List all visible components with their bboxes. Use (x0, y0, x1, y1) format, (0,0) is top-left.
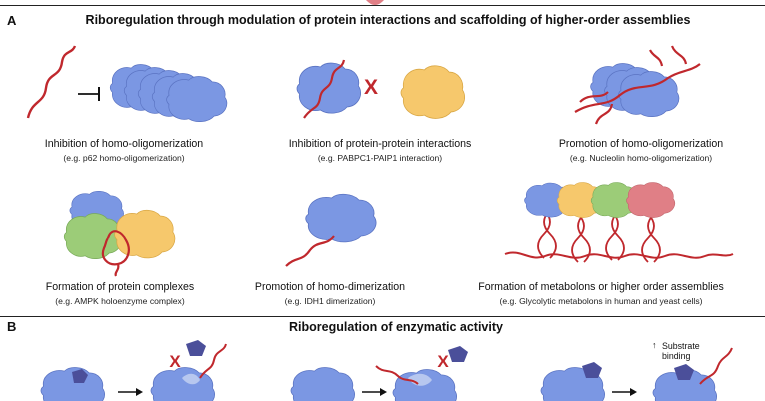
green-protein (63, 213, 122, 260)
up-arrow-icon: ↑ (652, 340, 657, 350)
panel-a-title: Riboregulation through modulation of pro… (85, 13, 691, 27)
binding-pocket (408, 373, 432, 386)
a2-illustration (296, 59, 466, 119)
rna-strand (594, 103, 614, 125)
pink-protein (626, 182, 676, 218)
a5-illustration (285, 193, 377, 267)
example-p62: (e.g. p62 homo-oligomerization) (63, 153, 185, 163)
caption-metabolons: Formation of metabolons or higher order … (478, 281, 724, 293)
substrate-blob (448, 346, 468, 362)
arrow-head (380, 388, 387, 396)
yellow-protein (114, 209, 176, 259)
cross-mark-b2: X (437, 352, 449, 371)
a4-illustration (63, 190, 176, 277)
rna-strand (26, 45, 77, 119)
rna-strand (579, 91, 609, 103)
rna-strand (574, 63, 701, 113)
protein-blob (166, 76, 228, 123)
rna-strand (504, 251, 734, 259)
example-pabpc1-paip1: (e.g. PABPC1-PAIP1 interaction) (317, 153, 443, 163)
substrate-blob (72, 369, 88, 383)
arrow-head (630, 388, 637, 396)
a6-illustration (504, 182, 734, 263)
panel-b-title: Riboregulation of enzymatic activity (289, 320, 503, 334)
protein-blob (305, 193, 377, 243)
example-glycolytic-metabolons: (e.g. Glycolytic metabolons in human and… (499, 296, 703, 306)
binding-pocket (182, 373, 200, 385)
rna-strand (285, 235, 335, 267)
rna-strand (699, 347, 733, 385)
enzyme-blob (290, 367, 356, 401)
b-illustrations (40, 340, 733, 401)
panel-a-letter: A (7, 13, 17, 28)
a1-illustration (26, 45, 228, 123)
enzyme-blob (392, 369, 458, 401)
caption-inhibition-ppi: Inhibition of protein-protein interactio… (288, 138, 472, 150)
substrate-blob (186, 340, 206, 356)
caption-protein-complexes: Formation of protein complexes (45, 281, 195, 293)
caption-inhibition-homo-oligomerization: Inhibition of homo-oligomerization (44, 138, 204, 150)
rna-strand (670, 45, 688, 65)
example-idh1: (e.g. IDH1 dimerization) (284, 296, 376, 306)
cross-mark-b1: X (169, 352, 181, 371)
substrate-blob (582, 362, 602, 378)
protein-blob (296, 62, 362, 114)
top-edge-blob (366, 0, 384, 5)
protein-blob (618, 71, 680, 118)
cross-mark: X (363, 76, 379, 99)
rna-strand (303, 59, 346, 119)
arrow-head (136, 388, 143, 396)
substrate-blob (674, 364, 694, 380)
yellow-protein (400, 65, 466, 119)
caption-promotion-homo-oligomerization: Promotion of homo-oligomerization (558, 138, 724, 150)
example-ampk: (e.g. AMPK holoenzyme complex) (55, 296, 185, 306)
rna-strand (375, 365, 419, 385)
rna-strand (114, 263, 120, 277)
a3-illustration (574, 45, 701, 125)
panel-b-letter: B (7, 319, 17, 334)
rna-strand (199, 343, 227, 379)
rna-strand (649, 49, 664, 67)
substrate-binding-note: Substrate binding (662, 341, 700, 361)
example-nucleolin: (e.g. Nucleolin homo-oligomerization) (569, 153, 713, 163)
caption-homo-dimerization: Promotion of homo-dimerization (254, 281, 406, 293)
